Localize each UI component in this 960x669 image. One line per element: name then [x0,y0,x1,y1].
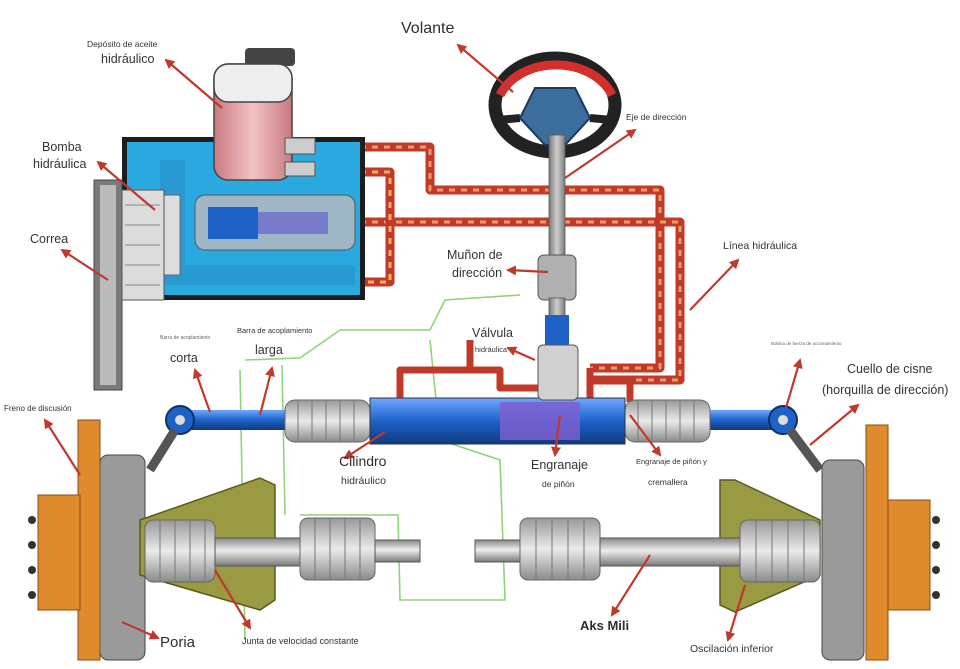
arrow-junta [214,569,252,630]
label-oscilacion: Oscilación inferior [690,643,774,655]
label-valvula-small: hidráulica [475,345,508,354]
arrow-freno [43,418,81,476]
label-deposito-line2: hidráulico [101,52,155,66]
label-pinon-line2: cremallera [648,477,688,487]
label-barra-corta: corta [170,351,198,365]
arrow-cuello [809,403,860,446]
pump-pulley [93,179,165,391]
arrow-deposito [164,58,223,109]
label-junta: Junta de velocidad constante [242,636,359,646]
left-axle [144,517,421,583]
label-deposito-line1: Depósito de aceite [87,39,158,49]
arrow-engranaje [551,414,562,457]
label-valvula: Válvula [472,326,513,340]
label-correa: Correa [30,232,69,246]
arrow-linea [689,258,740,311]
label-bomba-line1: Bomba [42,140,82,154]
arrow-valvula [506,346,536,362]
right-knuckle-arm [786,427,824,473]
label-eje-direccion: Eje de dirección [626,112,687,122]
label-munon-line2: dirección [452,266,503,280]
label-pinon-line1: Engranaje de piñón y [636,457,707,466]
label-aks-mili: Aks Mili [580,618,630,633]
label-poria: Poria [160,634,196,651]
label-barra-corta-small: Barra de acoplamiento [160,335,211,341]
arrow-bomba [96,160,156,211]
label-tiny-right: Bobina de fuerza de accionamiento [771,341,842,346]
arrow-volante [456,43,514,93]
label-barra-larga: larga [255,343,283,357]
steering-column [548,134,566,276]
arrow-munon [506,265,549,276]
callout-arrows [43,43,860,642]
label-barra-larga-small: Barra de acoplamiento [237,326,313,335]
label-linea-hidraulica: Línea hidráulica [723,240,798,252]
arrow-cilindro [343,431,386,460]
label-cilindro-line1: Cilindro [339,453,387,469]
label-freno: Freno de discusión [4,404,72,413]
label-engranaje-line1: Engranaje [531,458,588,472]
label-munon-line1: Muñon de [447,248,503,262]
right-axle [474,517,821,583]
left-knuckle-arm [146,427,179,473]
arrow-corta [192,368,212,413]
oil-reservoir [213,48,316,181]
arrow-eje [564,128,637,179]
label-cuello-line2: (horquilla de dirección) [822,383,949,397]
rack-assembly [165,344,798,445]
steering-knuckle-joint [537,254,577,350]
label-cilindro-line2: hidráulico [341,475,386,487]
right-wheel [821,424,940,661]
label-cuello-line1: Cuello de cisne [847,362,933,376]
label-engranaje-line2: de piñón [542,479,575,489]
arrow-poria [121,620,160,640]
arrow-cuello-up [784,358,803,409]
label-bomba-line2: hidráulica [33,157,87,171]
arrow-aks [610,554,651,617]
arrow-larga [258,366,275,416]
arrow-oscilacion [725,584,747,642]
arrow-correa [60,248,109,281]
label-volante: Volante [401,20,455,37]
arrow-pinon [629,414,662,457]
